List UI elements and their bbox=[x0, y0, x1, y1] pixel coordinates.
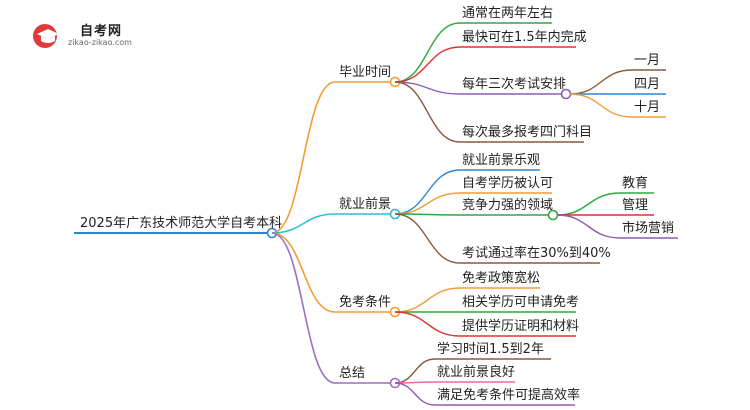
child-link-2-1 bbox=[394, 169, 461, 215]
grandchild-node-2-3-1[interactable]: 教育 bbox=[622, 176, 649, 191]
grandchild-node-2-3-2[interactable]: 管理 bbox=[622, 198, 649, 213]
branch-link-3 bbox=[271, 232, 336, 313]
child-node-1-3[interactable]: 每年三次考试安排 bbox=[462, 77, 567, 92]
child-node-2-1[interactable]: 就业前景乐观 bbox=[462, 153, 541, 168]
child-link-2-4 bbox=[394, 213, 461, 264]
branch-link-2 bbox=[271, 213, 336, 234]
child-link-1-1 bbox=[394, 22, 461, 83]
grandchild-node-2-3-3[interactable]: 市场营销 bbox=[622, 221, 675, 236]
child-node-2-3[interactable]: 竞争力强的领域 bbox=[462, 198, 554, 213]
child-link-2-2 bbox=[394, 192, 461, 215]
child-link-4-1 bbox=[394, 358, 436, 384]
grandchild-node-1-3-1[interactable]: 一月 bbox=[634, 53, 661, 68]
child-node-1-2[interactable]: 最快可在1.5年内完成 bbox=[462, 30, 587, 45]
logo-name: 自考网 bbox=[80, 24, 123, 39]
child-link-3-3 bbox=[394, 311, 461, 337]
child-node-4-2[interactable]: 就业前景良好 bbox=[437, 365, 516, 380]
child-node-4-3[interactable]: 满足免考条件可提高效率 bbox=[437, 388, 581, 403]
child-node-2-2[interactable]: 自考学历被认可 bbox=[462, 176, 554, 191]
grandchild-node-1-3-2[interactable]: 四月 bbox=[634, 77, 661, 92]
graduation-cap-icon bbox=[33, 24, 59, 48]
child-link-3-1 bbox=[394, 287, 461, 313]
branch-link-1 bbox=[271, 81, 336, 234]
child-link-2-3 bbox=[394, 213, 461, 216]
grandchild-link-2-3-1 bbox=[556, 192, 621, 216]
branch-link-4 bbox=[271, 232, 336, 384]
child-node-2-4[interactable]: 考试通过率在30%到40% bbox=[462, 246, 611, 261]
grandchild-node-1-3-3[interactable]: 十月 bbox=[634, 100, 661, 115]
child-link-1-4 bbox=[394, 81, 461, 143]
branch-node-1[interactable]: 毕业时间 bbox=[339, 65, 392, 80]
grandchild-link-2-3-3 bbox=[556, 214, 621, 239]
child-node-3-1[interactable]: 免考政策宽松 bbox=[462, 271, 541, 286]
root-node[interactable]: 2025年广东技术师范大学自考本科 bbox=[80, 216, 283, 231]
site-logo[interactable]: 自考网 zikao-zikao.com bbox=[30, 18, 150, 54]
child-node-3-3[interactable]: 提供学历证明和材料 bbox=[462, 319, 580, 334]
grandchild-link-1-3-1 bbox=[569, 69, 633, 95]
branch-node-4[interactable]: 总结 bbox=[339, 366, 366, 381]
branch-node-2[interactable]: 就业前景 bbox=[339, 197, 392, 212]
logo-url: zikao-zikao.com bbox=[68, 38, 132, 47]
branch-node-3[interactable]: 免考条件 bbox=[339, 295, 392, 310]
child-node-1-1[interactable]: 通常在两年左右 bbox=[462, 6, 554, 21]
grandchild-link-1-3-3 bbox=[569, 93, 633, 118]
child-link-1-3 bbox=[394, 81, 461, 95]
child-link-1-2 bbox=[394, 46, 461, 83]
child-node-1-4[interactable]: 每次最多报考四门科目 bbox=[462, 125, 593, 140]
child-node-4-1[interactable]: 学习时间1.5到2年 bbox=[437, 342, 544, 357]
child-node-3-2[interactable]: 相关学历可申请免考 bbox=[462, 295, 580, 310]
child-link-4-3 bbox=[394, 382, 436, 406]
